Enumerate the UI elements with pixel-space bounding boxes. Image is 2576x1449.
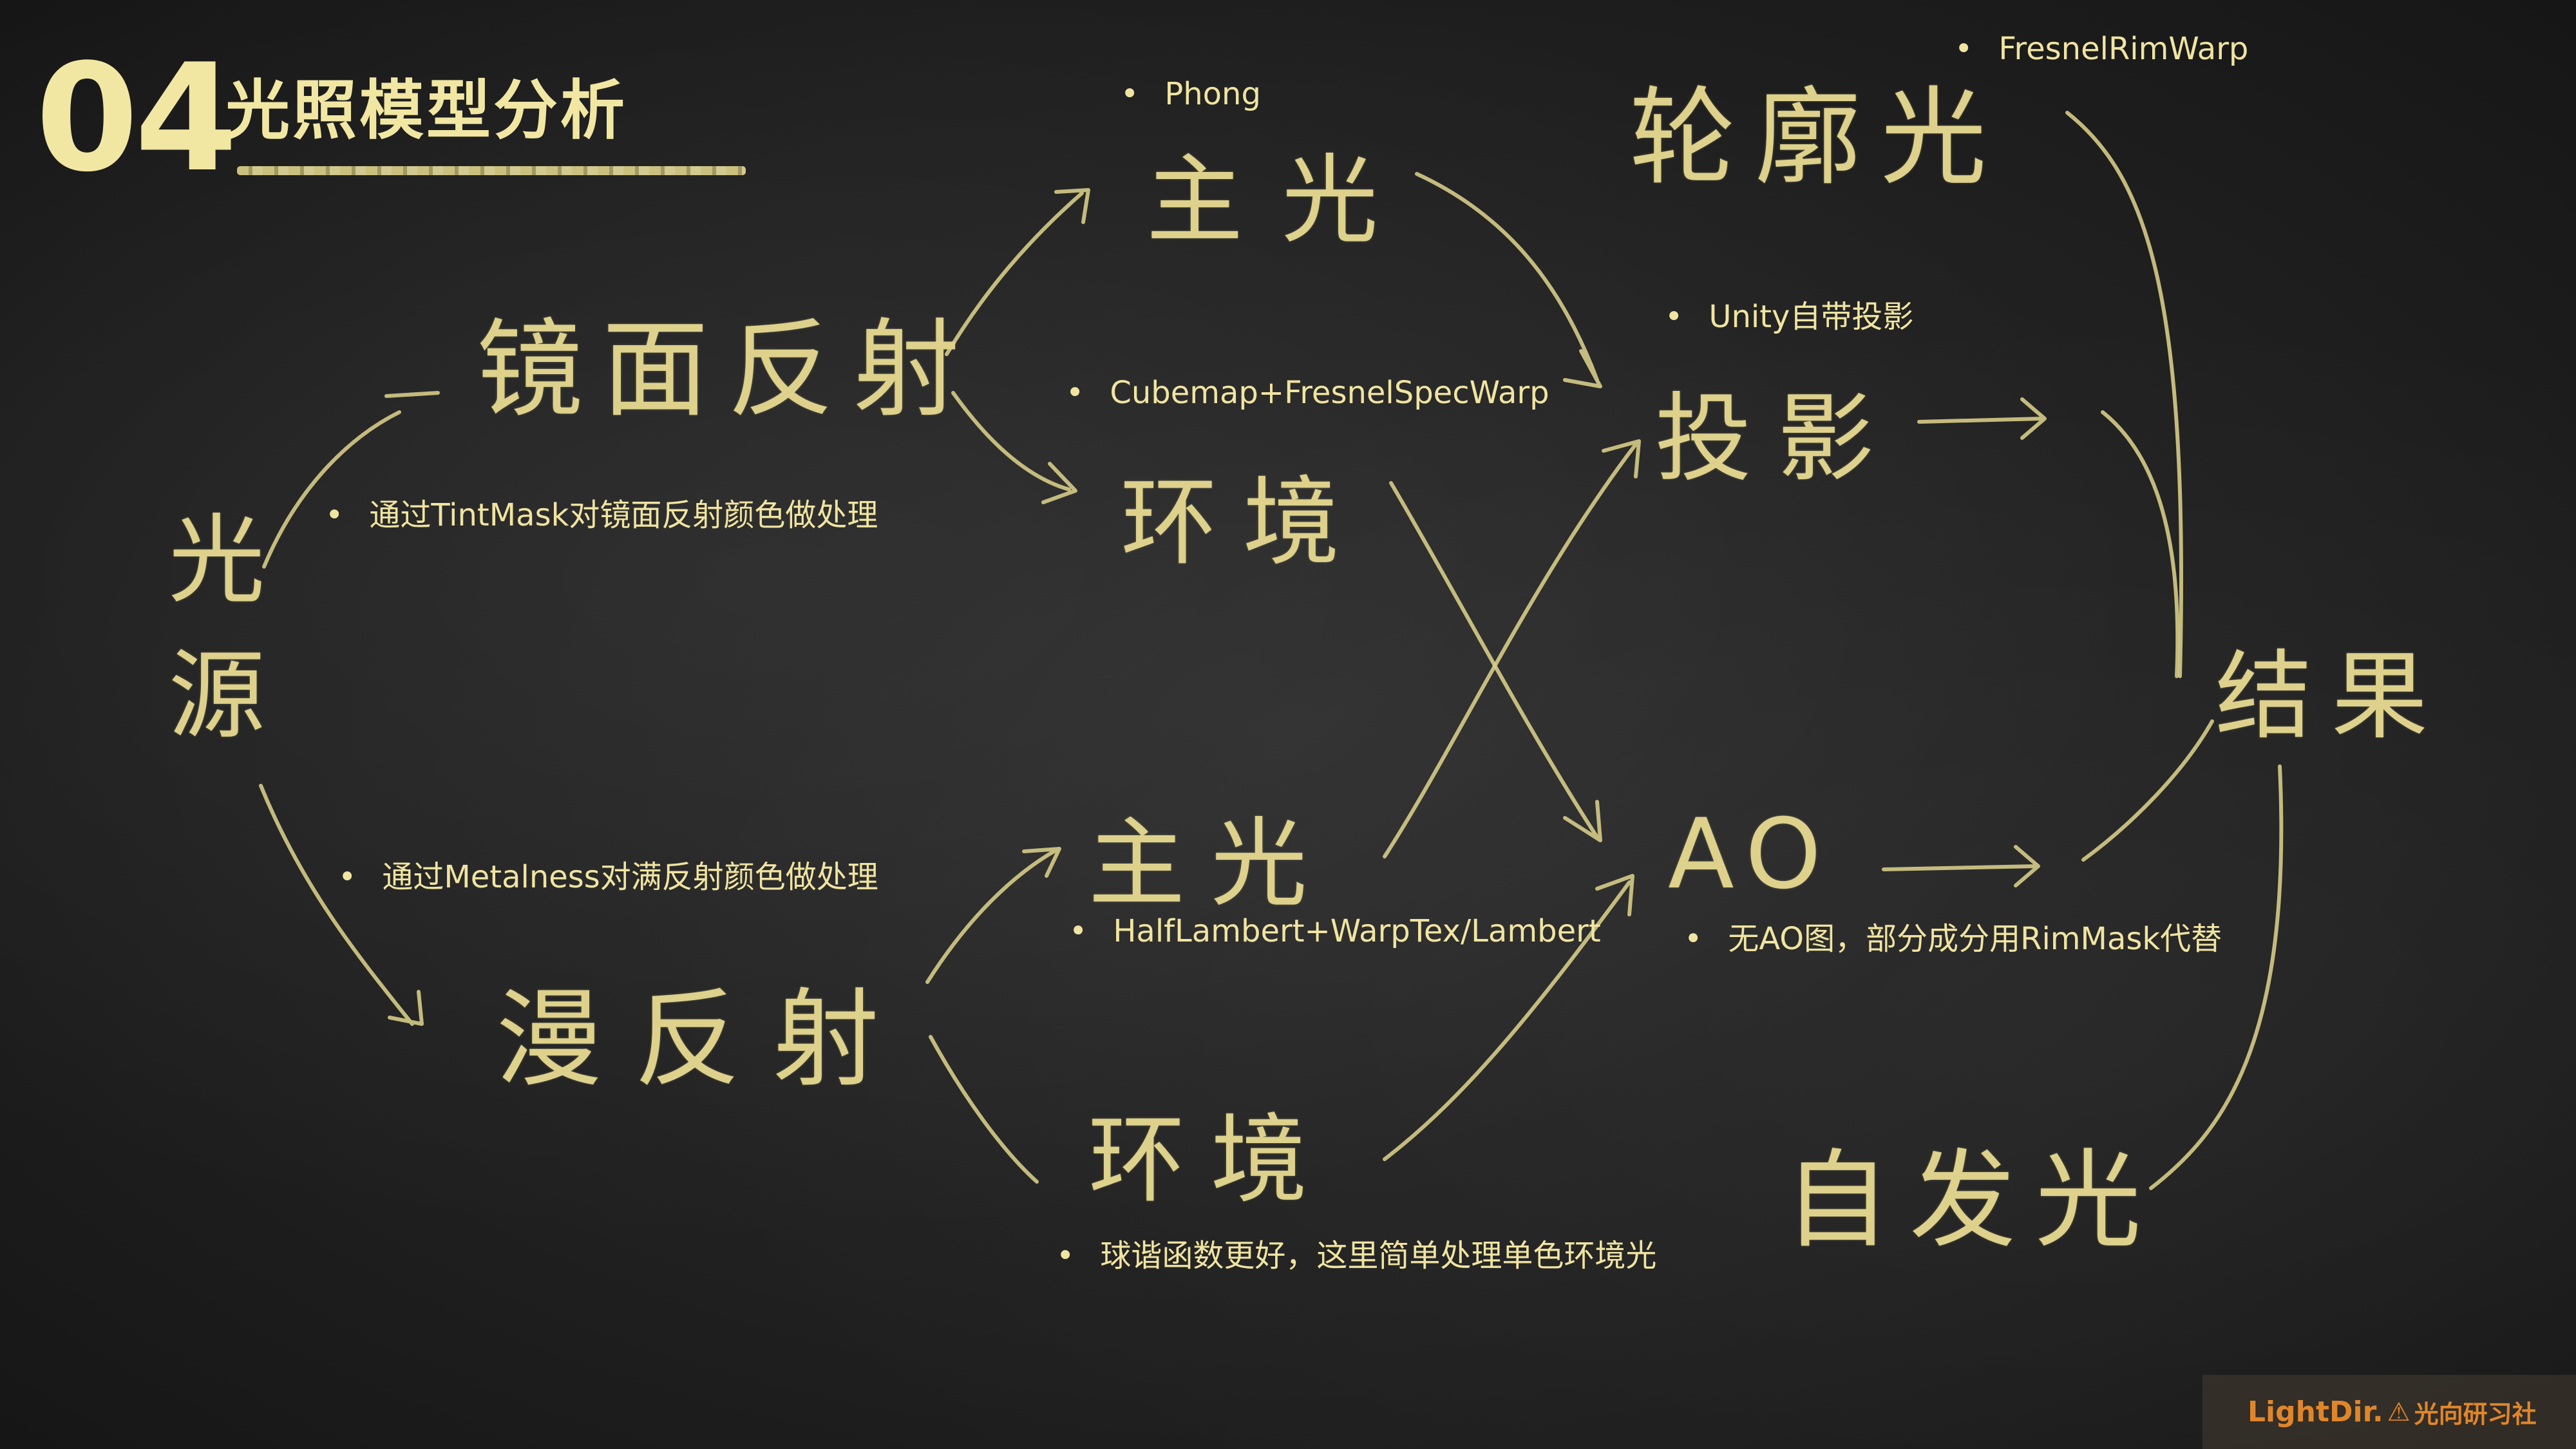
shadow-label: 投影 — [1655, 383, 1900, 495]
fresnel-rim-warp-note: • FresnelRimWarp — [1955, 31, 2248, 67]
arrow-ao-to-result — [1882, 719, 2214, 887]
brand-mark-icon: ⚠ — [2387, 1397, 2410, 1427]
emissive-label: 自发光 — [1784, 1139, 2161, 1262]
note-text: 球谐函数更好，这里简单处理单色环境光 — [1100, 1238, 1657, 1274]
metalness-note: • 通过Metalness对满反射颜色做处理 — [338, 851, 878, 896]
arrow-shadow-to-result — [1917, 397, 2180, 678]
arrow-emissive-to-result — [2149, 764, 2284, 1190]
brand-name-cn: 光向研习社 — [2414, 1400, 2537, 1428]
diff-environment-label: 环境 — [1088, 1104, 1334, 1217]
tintmask-note: • 通过TintMask对镜面反射颜色做处理 — [325, 489, 878, 535]
arrow-source-to-diffuse — [259, 784, 424, 1026]
bullet-icon: • — [1665, 299, 1683, 335]
arrow-rim-to-result — [2065, 111, 2183, 678]
note-text: 无AO图，部分成分用RimMask代替 — [1728, 921, 2222, 957]
arrow-specular-to-mainlight — [945, 188, 1090, 356]
note-text: Phong — [1164, 76, 1261, 112]
note-text: HalfLambert+WarpTex/Lambert — [1113, 913, 1601, 949]
arrow-environment-to-ao — [1389, 481, 1602, 842]
arrow-diffuse-to-mainlight — [925, 847, 1061, 984]
arrow-mainlight-to-shadow — [1415, 172, 1602, 388]
note-text: Cubemap+FresnelSpecWarp — [1110, 375, 1549, 411]
arrow-source-to-specular — [262, 391, 440, 569]
unity-shadow-note: • Unity自带投影 — [1665, 291, 1913, 336]
note-text: 通过TintMask对镜面反射颜色做处理 — [369, 497, 878, 533]
spec-main-light-label: 主光 — [1146, 145, 1417, 257]
bullet-icon: • — [325, 497, 344, 533]
bullet-icon: • — [1066, 375, 1084, 411]
half-lambert-note: • HalfLambert+WarpTex/Lambert — [1069, 913, 1601, 949]
spec-environment-label: 环境 — [1121, 467, 1366, 579]
ao-note: • 无AO图，部分成分用RimMask代替 — [1684, 913, 2222, 958]
phong-note: • Phong — [1121, 76, 1261, 112]
section-number: 04 — [35, 33, 238, 205]
bullet-icon: • — [1121, 76, 1139, 112]
note-text: FresnelRimWarp — [1998, 31, 2249, 67]
cubemap-note: • Cubemap+FresnelSpecWarp — [1066, 375, 1549, 411]
sh-note: • 球谐函数更好，这里简单处理单色环境光 — [1056, 1230, 1656, 1275]
rim-light-label: 轮廓光 — [1629, 76, 2006, 200]
diff-main-light-label: 主光 — [1088, 808, 1334, 920]
title-underline — [237, 166, 746, 175]
bullet-icon: • — [338, 859, 357, 895]
light-source-label: 光源 — [152, 509, 264, 779]
note-text: 通过Metalness对满反射颜色做处理 — [382, 859, 878, 895]
bullet-icon: • — [1684, 921, 1703, 957]
ao-label: AO — [1668, 799, 1835, 911]
arrow-specular-to-environment — [951, 391, 1077, 504]
arrow-diff-environment-to-ao — [1383, 874, 1634, 1161]
result-label: 结果 — [2215, 641, 2448, 753]
specular-label: 镜面反射 — [477, 308, 979, 431]
bullet-icon: • — [1069, 913, 1088, 949]
arrow-diff-mainlight-to-shadow — [1383, 439, 1641, 858]
bullet-icon: • — [1056, 1238, 1075, 1274]
brand-logo: LightDir. ⚠ 光向研习社 — [2202, 1375, 2576, 1449]
note-text: Unity自带投影 — [1709, 299, 1914, 335]
arrow-diffuse-to-environment — [929, 1035, 1039, 1184]
bullet-icon: • — [1955, 31, 1973, 67]
diffuse-label: 漫反射 — [496, 978, 911, 1101]
brand-name-en: LightDir. — [2248, 1396, 2383, 1428]
page-title: 光照模型分析 — [225, 73, 627, 148]
